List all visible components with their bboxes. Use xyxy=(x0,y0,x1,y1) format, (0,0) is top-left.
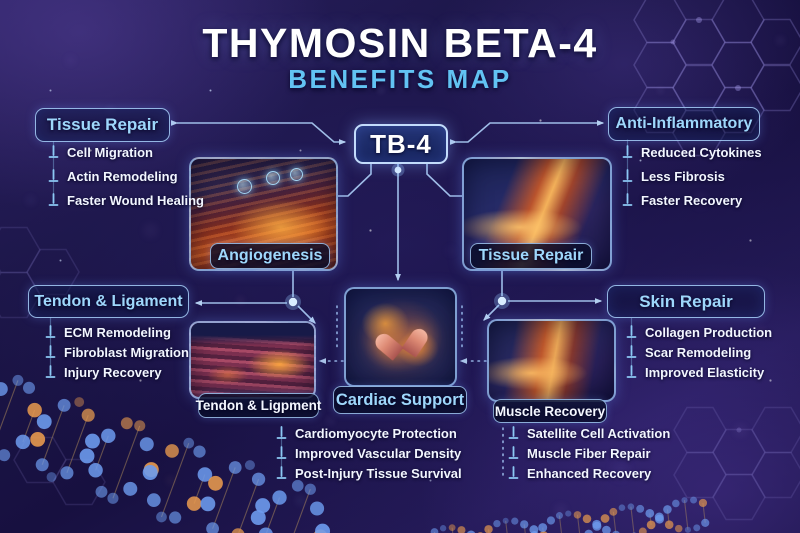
down-tack-icon xyxy=(45,345,56,358)
list-item: Muscle Fiber Repair xyxy=(508,446,670,461)
page-subtitle: BENEFITS MAP xyxy=(288,64,512,94)
down-tack-icon xyxy=(626,345,637,358)
list-item: Actin Remodeling xyxy=(48,169,204,184)
tendon-ligament-list: ECM Remodeling Fibroblast Migration Inju… xyxy=(45,325,189,380)
down-tack-icon xyxy=(48,169,59,182)
link-tb4-tissue-image xyxy=(426,160,462,197)
down-tack-icon xyxy=(45,325,56,338)
list-item: ECM Remodeling xyxy=(45,325,189,340)
anti-inflammatory-list: Reduced Cytokines Less Fibrosis Faster R… xyxy=(622,145,762,208)
list-item: Satellite Cell Activation xyxy=(508,426,670,441)
page-title: THYMOSIN BETA-4 xyxy=(202,20,598,66)
list-item: Injury Recovery xyxy=(45,365,189,380)
hexagon-pattern-bottom-right xyxy=(673,406,800,521)
list-item: Post-Injury Tissue Survival xyxy=(276,466,462,481)
list-item: Less Fibrosis xyxy=(622,169,762,184)
list-item: Fibroblast Migration xyxy=(45,345,189,360)
link-tb4-tissue-repair xyxy=(170,120,347,145)
tendon-ligament-image xyxy=(189,321,316,399)
link-tb4-anti-inflammatory xyxy=(449,120,605,145)
list-item: Enhanced Recovery xyxy=(508,466,670,481)
cell-bubble-icon xyxy=(266,171,281,186)
cardiac-support-image xyxy=(344,287,457,387)
down-tack-icon xyxy=(45,365,56,378)
cardiac-support-caption: Cardiac Support xyxy=(333,386,467,414)
list-item: Improved Vascular Density xyxy=(276,446,462,461)
tendon-ligament-caption: Tendon & Ligpment xyxy=(196,393,321,418)
down-tack-icon xyxy=(622,169,633,182)
anti-inflammatory-header: Anti-Inflammatory xyxy=(608,107,760,141)
list-item: Faster Recovery xyxy=(622,193,762,208)
tb4-node: TB-4 xyxy=(354,124,448,164)
skin-repair-header: Skin Repair xyxy=(607,285,765,318)
down-tack-icon xyxy=(626,325,637,338)
muscle-recovery-caption: Muscle Recovery xyxy=(493,399,607,423)
list-item: Improved Elasticity xyxy=(626,365,772,380)
link-tb4-angiogenesis xyxy=(336,160,372,197)
muscle-recovery-list: Satellite Cell Activation Muscle Fiber R… xyxy=(508,426,670,481)
list-item: Reduced Cytokines xyxy=(622,145,762,160)
heart-icon xyxy=(382,319,420,353)
down-tack-icon xyxy=(626,365,637,378)
down-tack-icon xyxy=(508,426,519,439)
list-item: Collagen Production xyxy=(626,325,772,340)
down-tack-icon xyxy=(48,145,59,158)
tendon-ligament-header: Tendon & Ligament xyxy=(28,285,189,318)
down-tack-icon xyxy=(48,193,59,206)
list-item: Faster Wound Healing xyxy=(48,193,204,208)
skin-repair-list: Collagen Production Scar Remodeling Impr… xyxy=(626,325,772,380)
star-dots xyxy=(0,0,1,1)
down-tack-icon xyxy=(622,193,633,206)
down-tack-icon xyxy=(508,466,519,479)
muscle-recovery-image xyxy=(487,319,616,402)
down-tack-icon xyxy=(276,426,287,439)
list-item: Scar Remodeling xyxy=(626,345,772,360)
down-tack-icon xyxy=(508,446,519,459)
angiogenesis-caption: Angiogenesis xyxy=(210,243,330,269)
tissue-repair-list: Cell Migration Actin Remodeling Faster W… xyxy=(48,145,204,208)
cell-bubble-icon xyxy=(289,167,303,181)
list-item: Cell Migration xyxy=(48,145,204,160)
list-item: Cardiomyocyte Protection xyxy=(276,426,462,441)
link-junction-muscle-image xyxy=(483,304,500,321)
down-tack-icon xyxy=(276,466,287,479)
cell-bubble-icon xyxy=(237,178,253,194)
tissue-repair-header: Tissue Repair xyxy=(35,108,170,142)
tissue-repair-caption: Tissue Repair xyxy=(470,243,592,269)
down-tack-icon xyxy=(276,446,287,459)
cardiac-support-list: Cardiomyocyte Protection Improved Vascul… xyxy=(276,426,462,481)
down-tack-icon xyxy=(622,145,633,158)
